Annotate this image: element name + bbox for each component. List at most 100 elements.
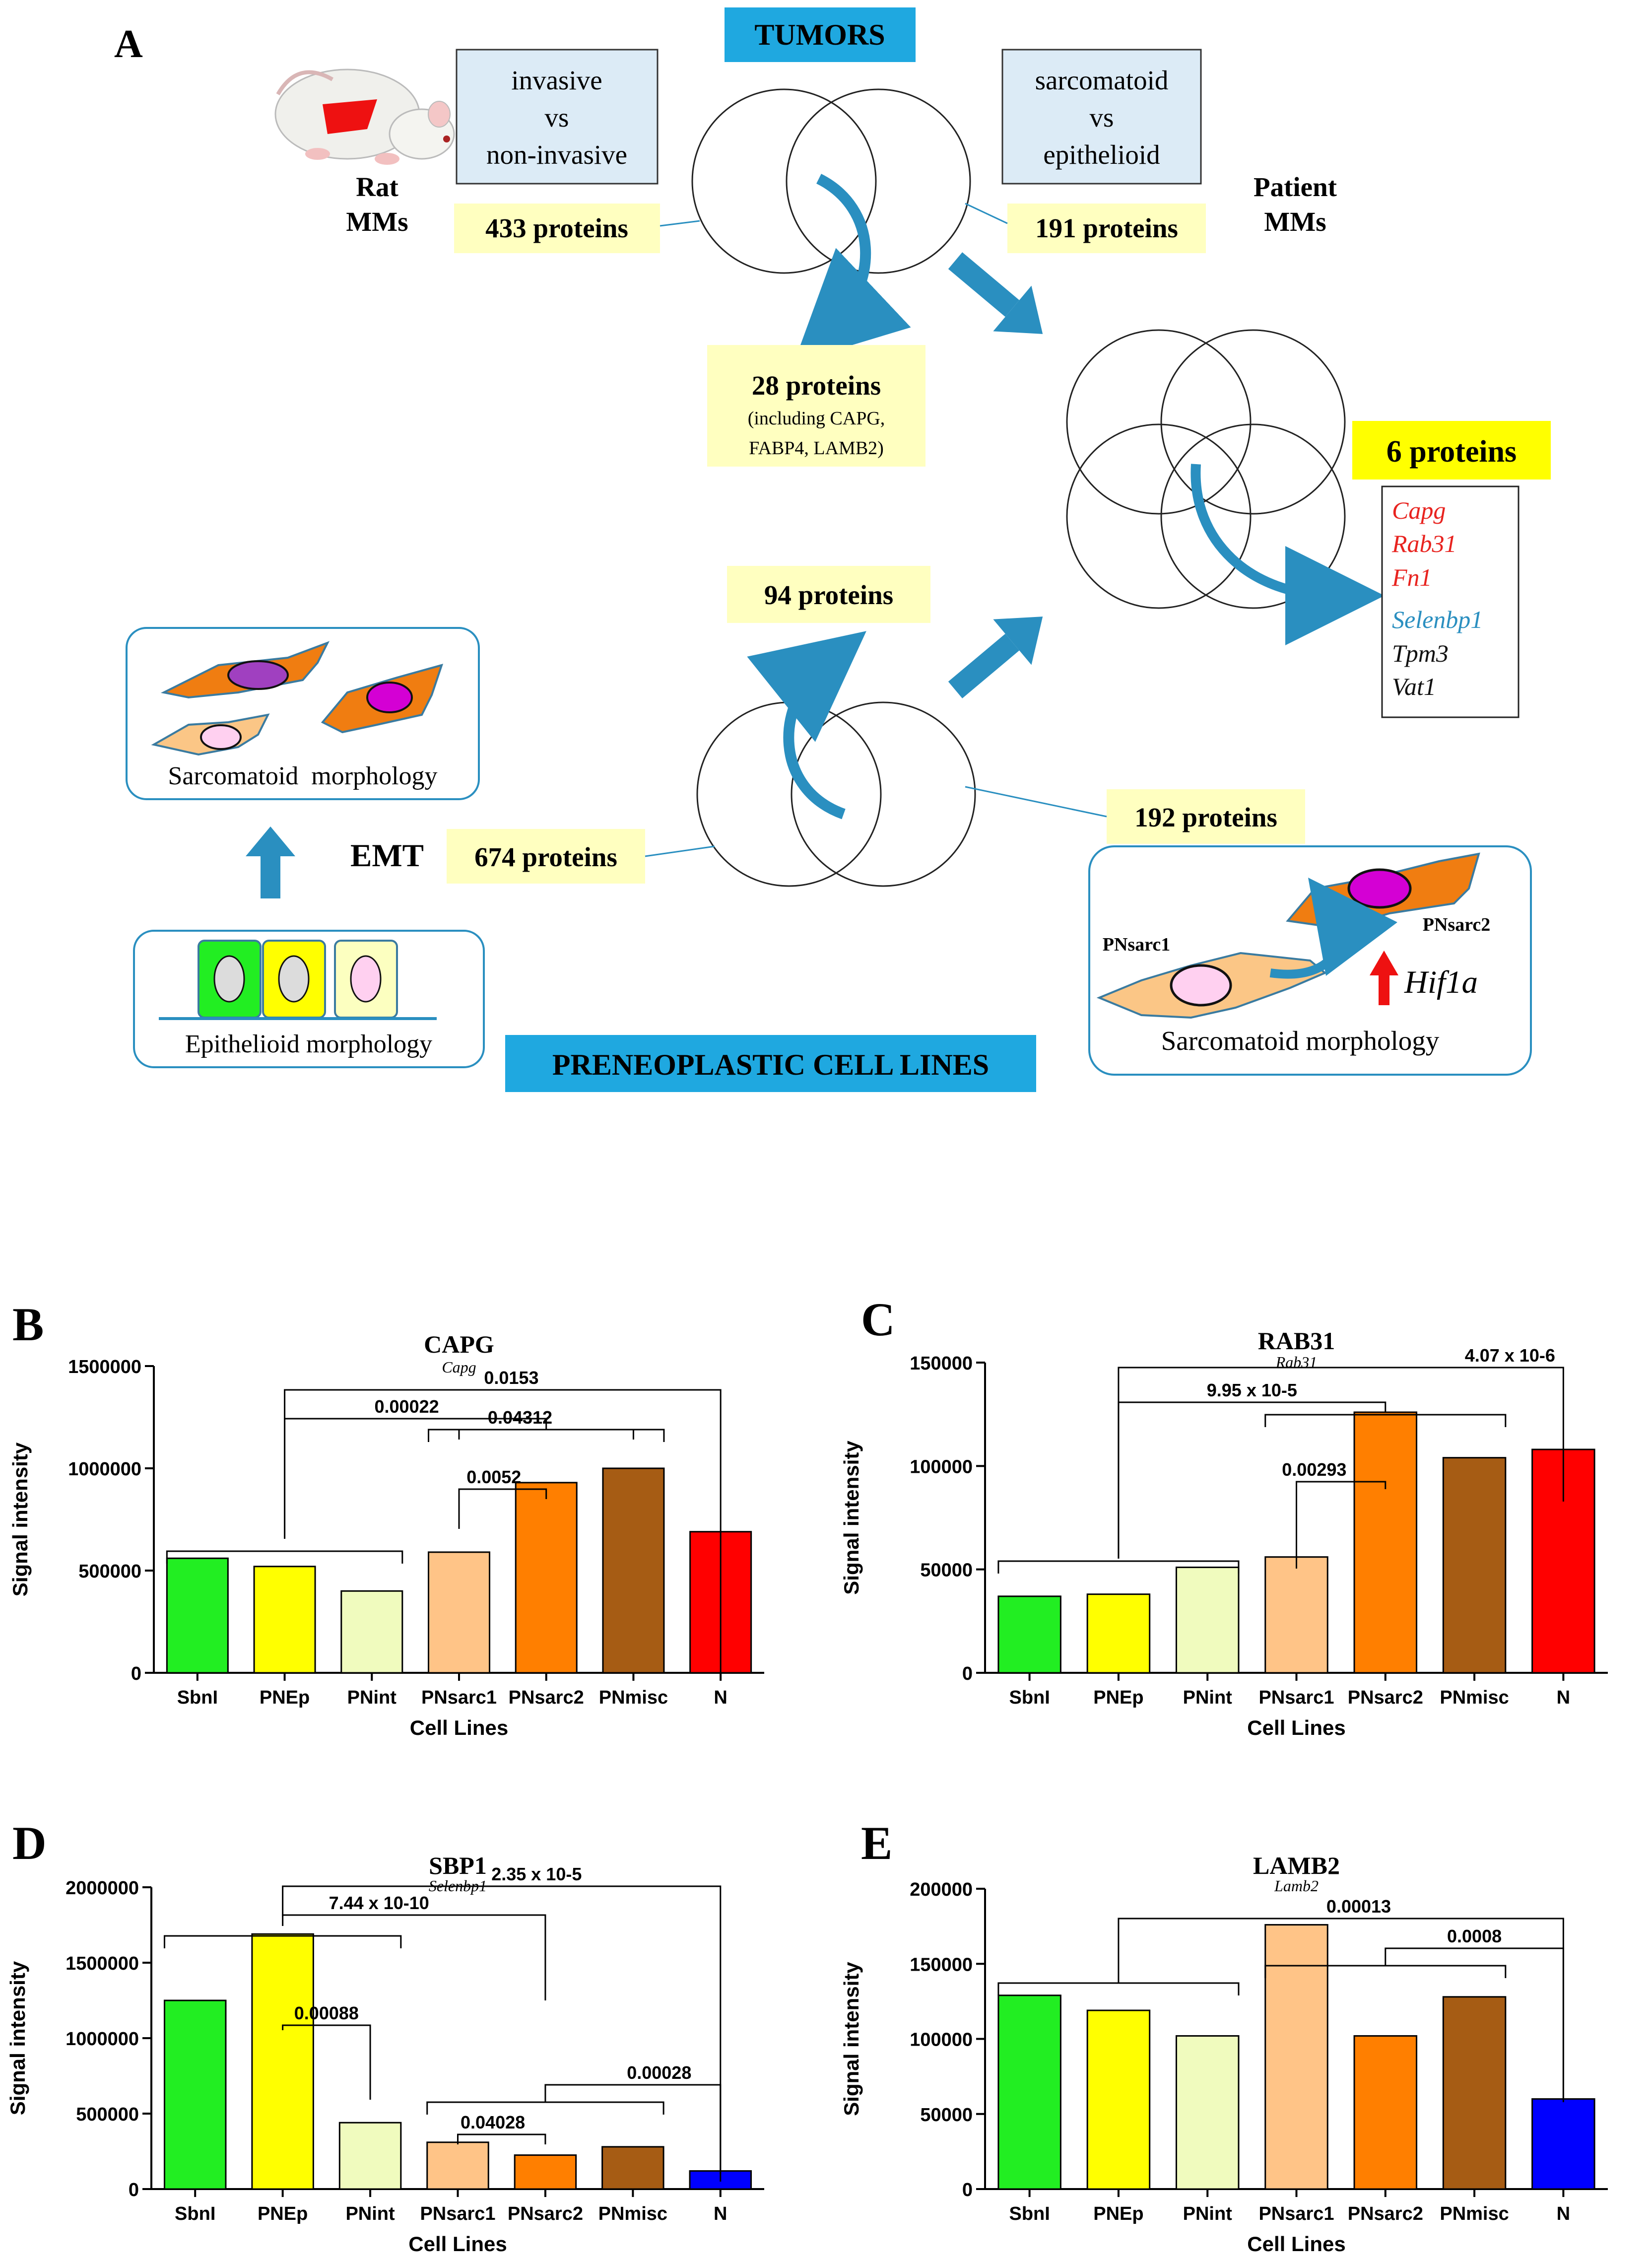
bar-n [1531, 2098, 1595, 2190]
bar-pnsarc2 [1353, 2035, 1418, 2190]
bar-pnmisc [1442, 1457, 1507, 1674]
x-tick-label: PNmisc [599, 1687, 668, 1708]
hif1a-label: Hif1a [1404, 964, 1478, 1000]
y-tick-label: 1000000 [66, 2029, 139, 2050]
combined-venn-4 [1160, 423, 1346, 609]
pnsarc1-label: PNsarc1 [1103, 934, 1171, 955]
x-tick-label: PNmisc [1440, 2203, 1509, 2224]
x-tick-label: PNmisc [598, 2203, 667, 2224]
x-tick-label: PNint [347, 1687, 397, 1708]
p-value-label: 7.44 x 10-10 [329, 1893, 429, 1913]
y-tick-label: 1500000 [66, 1953, 139, 1974]
significance-bracket [1296, 1481, 1387, 1569]
invasive-box [456, 49, 659, 185]
bar-pnint [340, 1590, 403, 1674]
group-bracket [997, 1560, 1240, 1574]
x-tick-label: SbnI [1009, 2203, 1050, 2224]
rat-label-line1: Rat [356, 172, 398, 202]
significance-bracket [282, 1885, 722, 2182]
x-tick-label: PNsarc2 [508, 2203, 583, 2224]
overlap-28-title: 28 proteins [752, 370, 881, 401]
bar-pnsarc1 [428, 1551, 490, 1674]
x-tick-label: PNsarc2 [509, 1687, 584, 1708]
x-tick-label: PNEp [260, 1687, 310, 1708]
x-tick-label: PNsarc2 [1348, 2203, 1423, 2224]
epithelioid-morphology-label: Epithelioid morphology [185, 1030, 432, 1058]
p-value-label: 0.04312 [488, 1407, 552, 1428]
six-proteins-text: 6 proteins [1387, 435, 1517, 469]
pnsarc-cells [1096, 852, 1480, 1019]
x-tick-label: N [714, 1687, 727, 1708]
x-axis-label: Cell Lines [1247, 1716, 1345, 1739]
rat-illustration [274, 69, 455, 165]
y-tick-label: 150000 [910, 1353, 973, 1374]
tumor-to-combined-arrow [948, 252, 1043, 334]
sarcomatoid-morphology-label: Sarcomatoid morphology [168, 762, 437, 790]
bar-sbni [997, 1595, 1061, 1674]
tumors-label: TUMORS [754, 18, 885, 51]
tumor-venn-right [786, 88, 971, 274]
x-tick-label: N [1557, 1687, 1570, 1708]
panel-label-b: B [12, 1298, 44, 1351]
p-value-label: 0.00022 [375, 1396, 439, 1417]
bar-pnsarc1 [1264, 1924, 1328, 2190]
bar-sbni [166, 1557, 229, 1674]
x-axis-label: Cell Lines [1247, 2232, 1345, 2256]
y-axis-label: Signal intensity [6, 1961, 29, 2115]
x-tick-label: PNEp [258, 2203, 308, 2224]
rat-count-connector [660, 220, 700, 227]
y-tick-label: 50000 [920, 2105, 973, 2126]
patient-label-line2: MMs [1264, 206, 1326, 237]
y-tick-label: 1000000 [68, 1459, 141, 1480]
x-tick-label: PNsarc1 [1258, 2203, 1334, 2224]
sarcomatoid-text-2: vs [1090, 102, 1114, 133]
pnsarc2-label: PNsarc2 [1423, 914, 1491, 935]
y-axis-label: Signal intensity [840, 1962, 863, 2116]
sarcomatoid-box [1001, 49, 1202, 185]
gene-capg: Capg [1392, 496, 1446, 524]
y-tick-label: 2000000 [66, 1878, 139, 1899]
combined-venn-2 [1160, 329, 1346, 515]
y-tick-label: 0 [131, 1663, 141, 1684]
significance-bracket [458, 1488, 547, 1529]
gene-tpm3: Tpm3 [1392, 639, 1449, 667]
significance-bracket [544, 2084, 722, 2174]
bar-pnsarc1 [426, 2141, 489, 2190]
count-192-connector [965, 786, 1107, 818]
significance-bracket [1385, 1947, 1564, 2100]
cell-to-combined-arrow [948, 617, 1043, 698]
count-674-text: 674 proteins [474, 842, 617, 872]
rat-count-text: 433 proteins [485, 213, 628, 243]
panel-label-d: D [12, 1817, 47, 1869]
y-tick-label: 0 [962, 2180, 973, 2200]
count-94-text: 94 proteins [764, 580, 893, 610]
group-bracket [428, 1429, 665, 1442]
bar-pnmisc [602, 1467, 665, 1674]
x-tick-label: N [714, 2203, 727, 2224]
bar-pnint [338, 2122, 402, 2190]
patient-count-text: 191 proteins [1035, 213, 1178, 243]
y-tick-label: 150000 [910, 1954, 973, 1975]
y-tick-label: 200000 [910, 1879, 973, 1900]
bar-pnsarc2 [514, 2154, 577, 2190]
overlap-28-box [707, 345, 925, 467]
bar-pnep [251, 1933, 314, 2190]
significance-bracket [457, 2133, 546, 2144]
bar-pnint [1175, 2035, 1240, 2190]
gene-selenbp1: Selenbp1 [1392, 606, 1483, 633]
x-tick-label: PNsarc1 [1258, 1687, 1334, 1708]
patient-count-connector [965, 203, 1008, 224]
x-tick-label: PNEp [1093, 2203, 1143, 2224]
chart-title: RAB31 [1258, 1327, 1335, 1355]
epithelioid-cells [159, 940, 437, 1020]
invasive-text-2: vs [545, 102, 569, 133]
bar-pnsarc1 [1264, 1556, 1328, 1674]
bar-pnep [1086, 2009, 1151, 2190]
p-value-label: 2.35 x 10-5 [491, 1864, 582, 1884]
bar-pnep [253, 1566, 316, 1674]
overlap-28-sub2: FABP4, LAMB2) [749, 438, 884, 459]
gene-list-box [1381, 485, 1520, 718]
